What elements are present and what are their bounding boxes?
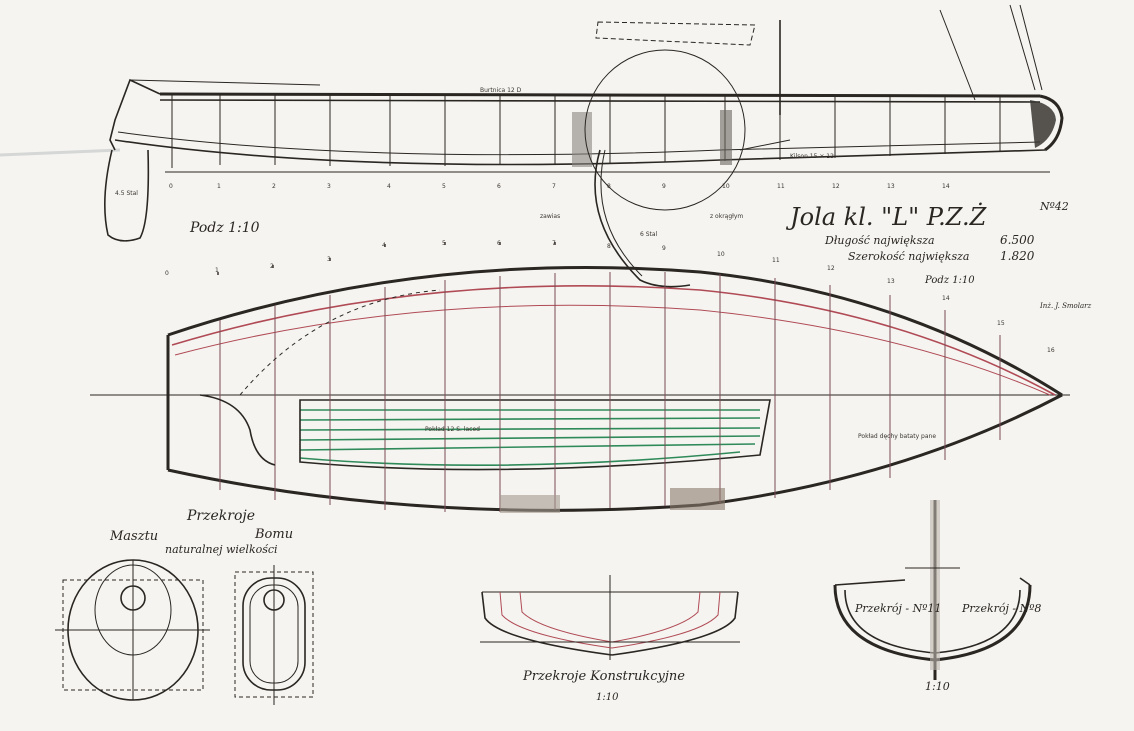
side-scale: Podz 1:10 (189, 220, 260, 236)
plan-frames (219, 272, 1001, 512)
plan-station-label: 11 (772, 257, 780, 264)
construction-title: Przekroje Konstrukcyjne (522, 669, 685, 684)
plan-station-label: 15 (997, 320, 1005, 327)
length-value: 6.500 (1000, 233, 1035, 247)
plan-station-label: 2 (270, 263, 274, 270)
note-lamp: Pokład dęchy bataty pane (858, 433, 936, 440)
plan-station-label: 8 (607, 243, 611, 250)
side-station-label: 1 (217, 183, 221, 190)
plan-station-label: 7 (552, 240, 556, 247)
plan-station-label: 9 (662, 245, 666, 252)
plan-station-label: 10 (717, 251, 725, 258)
side-station-label: 12 (832, 183, 840, 190)
beam-label: Szerokość największa (848, 250, 969, 263)
plan-station-label: 14 (942, 295, 950, 302)
plan-station-label: 12 (827, 265, 835, 272)
side-station-label: 14 (942, 183, 950, 190)
note-poklad: Pokład 12 S. laced (425, 426, 480, 433)
side-frames (171, 94, 1001, 168)
plan-station-label: 0 (165, 270, 169, 277)
side-station-label: 5 (442, 183, 446, 190)
side-station-label: 11 (777, 183, 785, 190)
plan-station-label: 5 (442, 240, 446, 247)
midship-section (833, 500, 1032, 680)
natural-size-label: naturalnej wielkości (165, 543, 278, 556)
side-station-label: 8 (607, 183, 611, 190)
plan-scale: Podz 1:10 (924, 275, 975, 286)
note-fin-plate: 4.5 Stal (115, 190, 138, 197)
plan-station-label: 3 (327, 256, 331, 263)
boom-section (234, 565, 314, 705)
note-kilson: Kilson 15 × 12 (790, 153, 834, 160)
side-station-label: 7 (552, 183, 556, 190)
signature: Inż. J. Smolarz (1039, 302, 1092, 310)
plan-station-label: 13 (887, 278, 895, 285)
note-stal: 6 Stal (640, 231, 658, 238)
plan-station-label: 6 (497, 240, 501, 247)
mast-label: Masztu (109, 529, 158, 544)
side-station-label: 6 (497, 183, 501, 190)
midsection-left-label: Przekrój - Nº11 (854, 602, 941, 615)
sheet-number: Nº42 (1039, 200, 1069, 213)
beam-value: 1.820 (1000, 249, 1035, 263)
length-label: Długość największa (824, 234, 935, 247)
side-station-label: 0 (169, 183, 173, 190)
sections-title: Przekroje (186, 508, 255, 524)
construction-sections (480, 575, 740, 660)
note-zawias: zawias (540, 213, 560, 220)
midsection-scale: 1:10 (925, 680, 950, 693)
plan-station-label: 1 (215, 267, 219, 274)
note-okrag: z okrągłym (710, 213, 743, 220)
drawing-title: Jola kl. "L" P.Z.Ż (785, 202, 988, 231)
mast-section (55, 559, 210, 701)
construction-scale: 1:10 (596, 692, 619, 703)
side-station-label: 2 (272, 183, 276, 190)
side-station-label: 3 (327, 183, 331, 190)
side-elevation (104, 4, 1064, 288)
midsection-right-label: Przekrój - Nº8 (961, 602, 1041, 615)
side-station-label: 13 (887, 183, 895, 190)
boom-label: Bomu (254, 527, 293, 542)
side-station-label: 9 (662, 183, 666, 190)
plan-station-label: 16 (1047, 347, 1055, 354)
side-station-label: 10 (722, 183, 730, 190)
cockpit-planking (299, 409, 761, 467)
note-burtnica: Burtnica 12 D (480, 87, 522, 94)
side-station-label: 4 (387, 183, 391, 190)
plan-station-label: 4 (382, 242, 386, 249)
plan-view (90, 242, 1070, 513)
